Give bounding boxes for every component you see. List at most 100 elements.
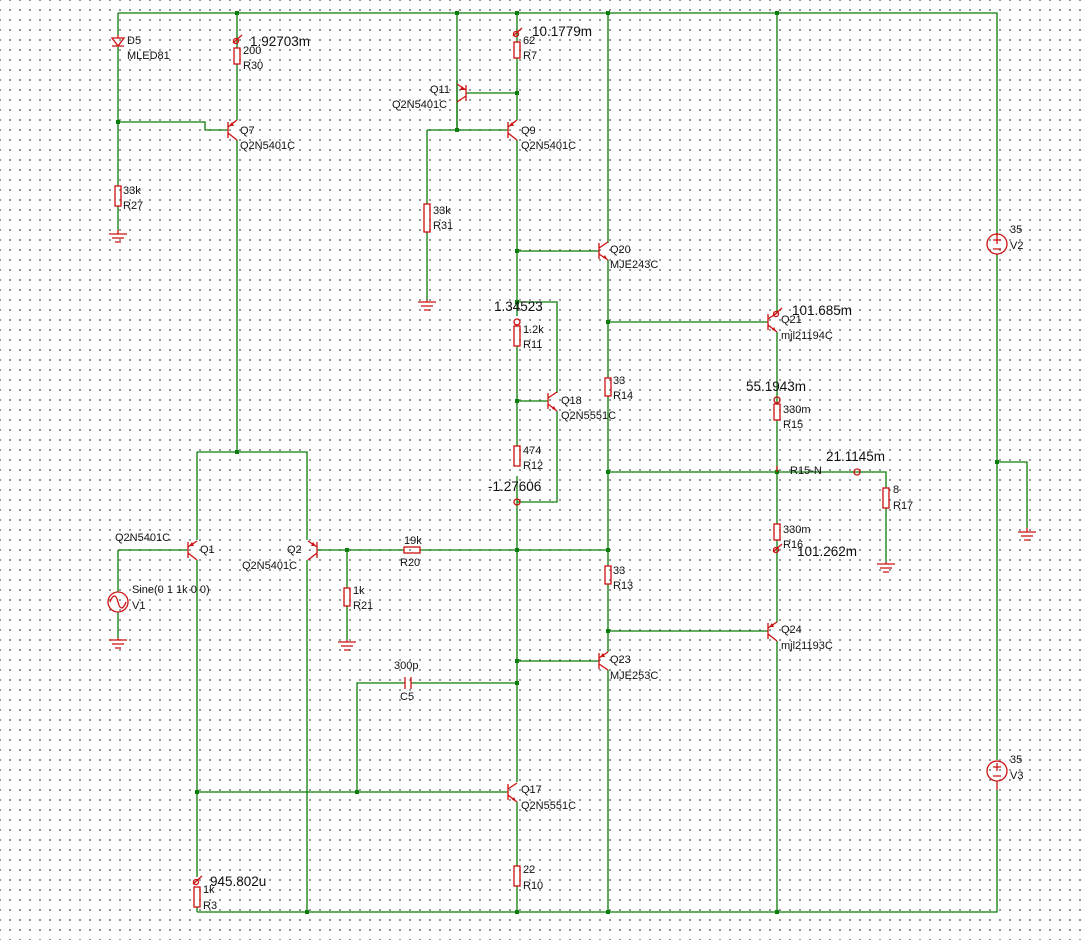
label-c5-value: 300p xyxy=(394,660,418,672)
meas-r30-current: 1.92703m xyxy=(250,34,310,49)
label-r27-ref: R27 xyxy=(123,200,143,212)
resistor-r27 xyxy=(114,185,122,207)
probe-icon xyxy=(772,307,783,318)
label-r7-ref: R7 xyxy=(523,50,537,62)
resistor-r17 xyxy=(882,487,890,509)
ground-icon xyxy=(1018,528,1036,541)
voltage-source-v3[interactable] xyxy=(986,760,1008,790)
label-r31-value: 33k xyxy=(433,205,451,217)
label-r7-value: 62 xyxy=(523,35,535,47)
resistor-r7 xyxy=(513,41,521,59)
label-q1-ref: Q1 xyxy=(200,544,215,556)
label-q24-value: mjl21193C xyxy=(781,640,833,652)
label-r15-value: 330m xyxy=(783,404,811,416)
net-label-r15-n: R15-N xyxy=(790,465,822,477)
label-r17-ref: R17 xyxy=(893,500,913,512)
label-r14-ref: R14 xyxy=(613,390,633,402)
label-r21-ref: R21 xyxy=(353,600,373,612)
transistor-q7 xyxy=(227,119,238,141)
resistor-r20 xyxy=(403,546,421,554)
resistor-r3 xyxy=(193,886,201,908)
probe-icon xyxy=(853,468,861,476)
resistors[interactable] xyxy=(114,41,890,908)
label-q11-ref: Q11 xyxy=(430,84,450,96)
voltage-source-v2[interactable] xyxy=(986,233,1008,255)
meas-q21-current: 101.685m xyxy=(792,303,852,318)
meas-r3-current: 945.802u xyxy=(210,874,266,889)
measurement-labels: 1.92703m 10.1779m 1.34523 -1.27606 101.6… xyxy=(210,24,885,889)
label-q9-value: Q2N5401C xyxy=(521,140,576,152)
transistor-q11 xyxy=(456,83,467,103)
label-v1-value: Sine(0 1 1k 0 0) xyxy=(132,584,210,596)
transistor-q23 xyxy=(598,651,609,671)
label-q23-value: MJE253C xyxy=(610,670,658,682)
transistor-q9 xyxy=(507,119,518,141)
resistor-r14 xyxy=(604,377,612,397)
resistor-r21 xyxy=(343,587,351,607)
label-r17-value: 8 xyxy=(893,484,899,496)
resistor-r12 xyxy=(513,445,521,467)
probe-markers xyxy=(192,27,861,886)
label-v3-ref: V3 xyxy=(1010,770,1023,782)
label-d5-value: MLED81 xyxy=(127,50,170,62)
ground-icon xyxy=(418,300,436,311)
probe-icon xyxy=(513,318,521,326)
wires xyxy=(117,12,1028,913)
resistor-r10 xyxy=(513,865,521,887)
ground-icon xyxy=(877,562,895,573)
label-r21-value: 1k xyxy=(353,585,365,597)
label-q18-value: Q2N5551C xyxy=(561,410,616,422)
transistors[interactable] xyxy=(187,83,778,803)
probe-icon xyxy=(192,875,203,886)
label-q21-value: mjl21194C xyxy=(781,330,833,342)
label-r12-value: 474 xyxy=(523,445,541,457)
ground-icon xyxy=(109,638,127,649)
label-q18-ref: Q18 xyxy=(561,395,582,407)
label-r31-ref: R31 xyxy=(433,220,453,232)
ground-symbols xyxy=(109,230,1036,651)
label-q17-value: Q2N5551C xyxy=(521,800,576,812)
meas-output-current: 21.1145m xyxy=(826,449,885,464)
transistor-q1 xyxy=(187,540,198,561)
label-q11-value: Q2N5401C xyxy=(392,99,447,111)
signal-source-v1[interactable] xyxy=(107,591,129,613)
meas-q18-bottom: -1.27606 xyxy=(488,479,541,494)
label-v3-value: 35 xyxy=(1010,754,1022,766)
label-r12-ref: R12 xyxy=(523,460,543,472)
resistor-r15 xyxy=(773,403,781,421)
transistor-q18 xyxy=(547,391,558,412)
label-r3-value: 1k xyxy=(203,884,215,896)
label-r3-ref: R3 xyxy=(203,900,217,912)
label-q2-value: Q2N5401C xyxy=(242,560,297,572)
label-q23-ref: Q23 xyxy=(610,654,631,666)
label-r30-value: 200 xyxy=(243,45,261,57)
meas-r16-current: 101.262m xyxy=(797,544,857,559)
label-q20-value: MJE243C xyxy=(610,259,658,271)
label-v1-ref: V1 xyxy=(132,600,145,612)
probe-icon xyxy=(773,396,781,404)
label-v2-value: 35 xyxy=(1010,224,1022,236)
label-q21-ref: Q21 xyxy=(781,314,802,326)
component-labels: D5 MLED81 200 R30 Q7 Q2N5401C 33k R27 62… xyxy=(115,35,1023,912)
resistor-r30 xyxy=(233,47,241,65)
probe-icon xyxy=(232,34,243,45)
label-q7-value: Q2N5401C xyxy=(240,140,295,152)
label-q2-ref: Q2 xyxy=(287,544,302,556)
label-q9-ref: Q9 xyxy=(521,125,536,137)
label-q1-value: Q2N5401C xyxy=(115,532,170,544)
resistor-r13 xyxy=(604,565,612,585)
label-r20-value: 19k xyxy=(404,535,422,547)
probe-icon xyxy=(513,498,521,506)
capacitor-c5[interactable] xyxy=(404,677,412,689)
label-c5-ref: C5 xyxy=(400,691,414,703)
resistor-r11 xyxy=(513,325,521,347)
label-r10-ref: R10 xyxy=(523,880,543,892)
resistor-r16 xyxy=(773,523,781,541)
label-d5-ref: D5 xyxy=(127,35,141,47)
led-d5[interactable] xyxy=(110,35,126,48)
resistor-r31 xyxy=(423,203,431,233)
label-r13-ref: R13 xyxy=(613,580,633,592)
transistor-q17 xyxy=(507,782,518,803)
label-q20-ref: Q20 xyxy=(610,244,631,256)
